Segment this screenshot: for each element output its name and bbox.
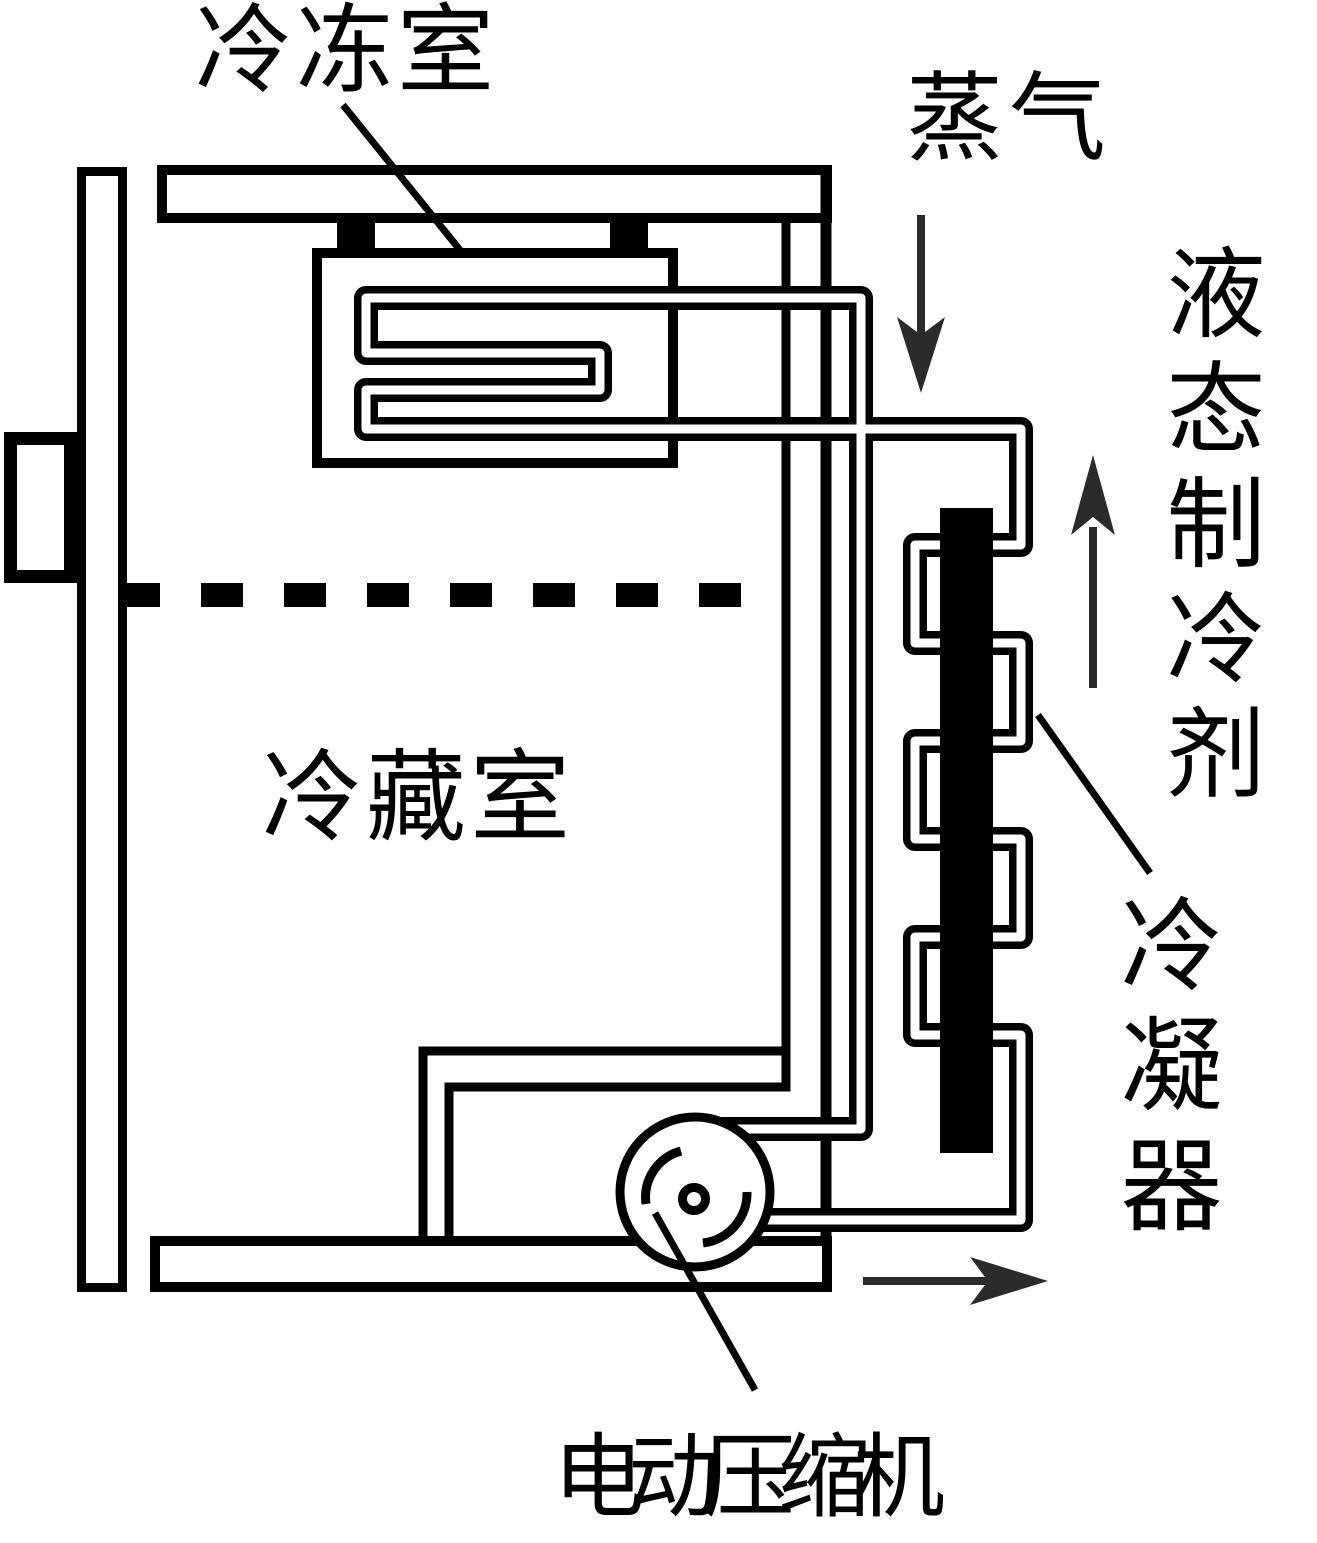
refrigerant-pipes bbox=[354, 286, 1033, 1232]
vapor-down-arrow bbox=[897, 215, 945, 393]
fridge-label: 冷藏室 bbox=[262, 742, 574, 854]
freezer-leader-line bbox=[340, 102, 463, 253]
compressor-arc-right bbox=[702, 1191, 752, 1248]
compressor bbox=[615, 1112, 775, 1272]
freezer-support-right bbox=[610, 218, 648, 253]
condenser-label: 冷凝器 bbox=[1106, 892, 1220, 1252]
compressor-niche-wall bbox=[418, 1046, 782, 1240]
compressor-label: 电动压缩机 bbox=[553, 1427, 945, 1529]
condenser-leader-line bbox=[1035, 712, 1153, 876]
door-handle bbox=[4, 432, 77, 583]
compressor-arc-left bbox=[641, 1146, 683, 1205]
door bbox=[77, 167, 127, 1292]
compressor-hub bbox=[678, 1183, 710, 1215]
liquid-up-arrow bbox=[1071, 455, 1115, 688]
cabinet-lid bbox=[157, 165, 832, 223]
liquid-refrigerant-label: 液态制冷剂 bbox=[1152, 242, 1263, 817]
discharge-right-arrow bbox=[863, 1257, 1048, 1305]
vapor-label: 蒸气 bbox=[906, 64, 1112, 173]
condenser-plate bbox=[940, 508, 993, 1153]
cabinet-inner-liner bbox=[444, 218, 791, 1240]
freezer-label: 冷冻室 bbox=[195, 0, 498, 105]
freezer-support-left bbox=[337, 218, 375, 253]
pipe-bore bbox=[361, 293, 1026, 1225]
compressor-leader-line bbox=[651, 1211, 759, 1392]
